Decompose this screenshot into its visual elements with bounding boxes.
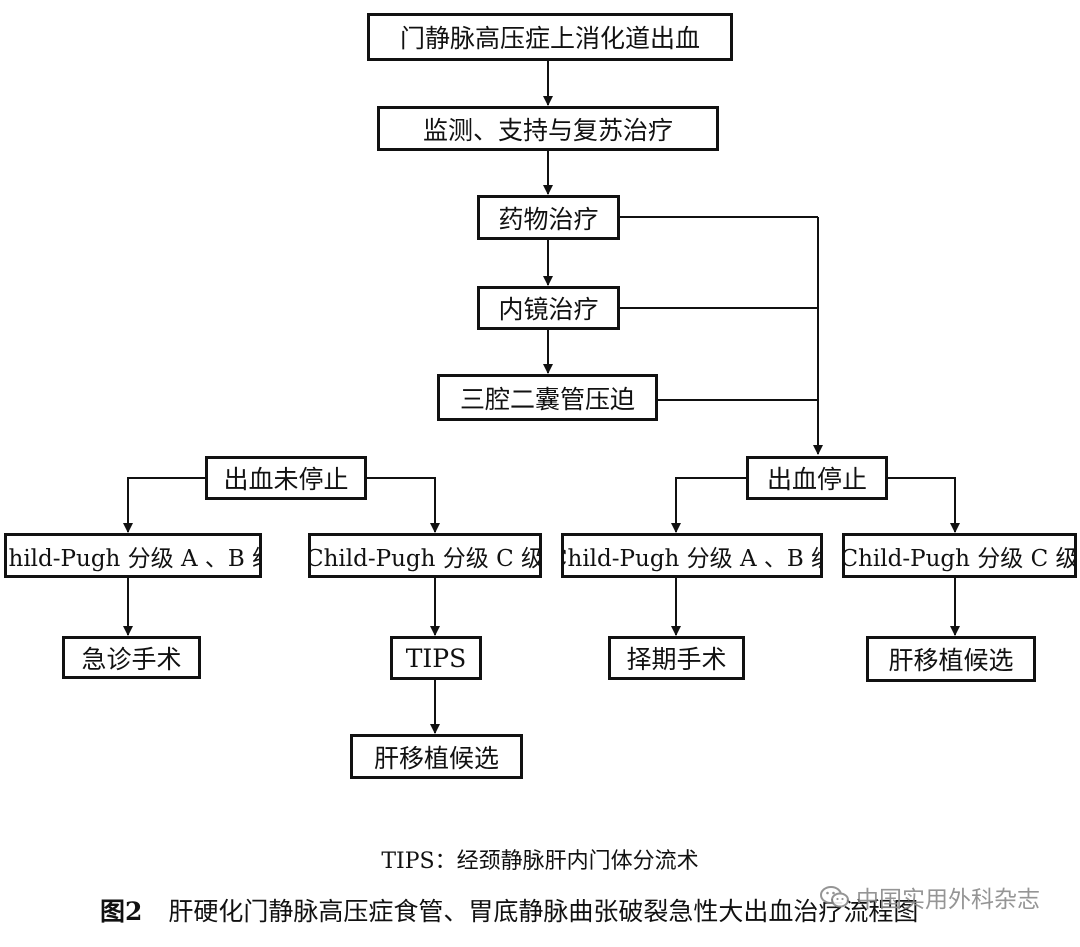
figure-title: 肝硬化门静脉高压症食管、胃底静脉曲张破裂急性大出血治疗流程图: [168, 897, 919, 926]
figure-label: 图2: [100, 897, 143, 926]
arrow-notstopped-to-ab: [123, 477, 205, 533]
watermark: 中国实用外科杂志: [820, 880, 1040, 914]
arrow-stopped-to-ab: [671, 477, 746, 533]
arrow-notstopped-to-c: [367, 477, 440, 533]
wechat-icon: [820, 886, 849, 908]
node-bleeding-stopped: 出血停止: [746, 456, 888, 500]
node-elective-surgery: 择期手术: [608, 636, 745, 680]
figure-caption: 图2 肝硬化门静脉高压症食管、胃底静脉曲张破裂急性大出血治疗流程图: [100, 892, 918, 928]
node-emergency-surgery: 急诊手术: [62, 636, 201, 679]
abbreviation-note: TIPS：经颈静脉肝内门体分流术: [381, 849, 699, 874]
node-portal-hypertension-bleeding: 门静脉高压症上消化道出血: [367, 13, 733, 61]
node-tips: TIPS: [390, 636, 482, 680]
node-stopped-child-pugh-ab: Child-Pugh 分级 A 、B 级: [561, 533, 823, 578]
node-not-stopped-child-pugh-c: Child-Pugh 分级 C 级: [308, 533, 542, 578]
arrow-stopped-to-c: [888, 477, 960, 533]
node-endoscopic-therapy: 内镜治疗: [477, 286, 620, 330]
node-stopped-child-pugh-c: Child-Pugh 分级 C 级: [842, 533, 1077, 578]
node-not-stopped-child-pugh-ab: Child-Pugh 分级 A 、B 级: [4, 533, 262, 578]
watermark-text: 中国实用外科杂志: [856, 887, 1040, 913]
node-not-stopped-transplant-candidate: 肝移植候选: [350, 734, 523, 779]
node-monitor-support-resuscitation: 监测、支持与复苏治疗: [377, 106, 719, 151]
node-balloon-tamponade: 三腔二囊管压迫: [437, 374, 658, 421]
node-bleeding-not-stopped: 出血未停止: [205, 456, 367, 500]
node-stopped-transplant-candidate: 肝移植候选: [866, 636, 1036, 682]
node-drug-therapy: 药物治疗: [477, 195, 620, 240]
